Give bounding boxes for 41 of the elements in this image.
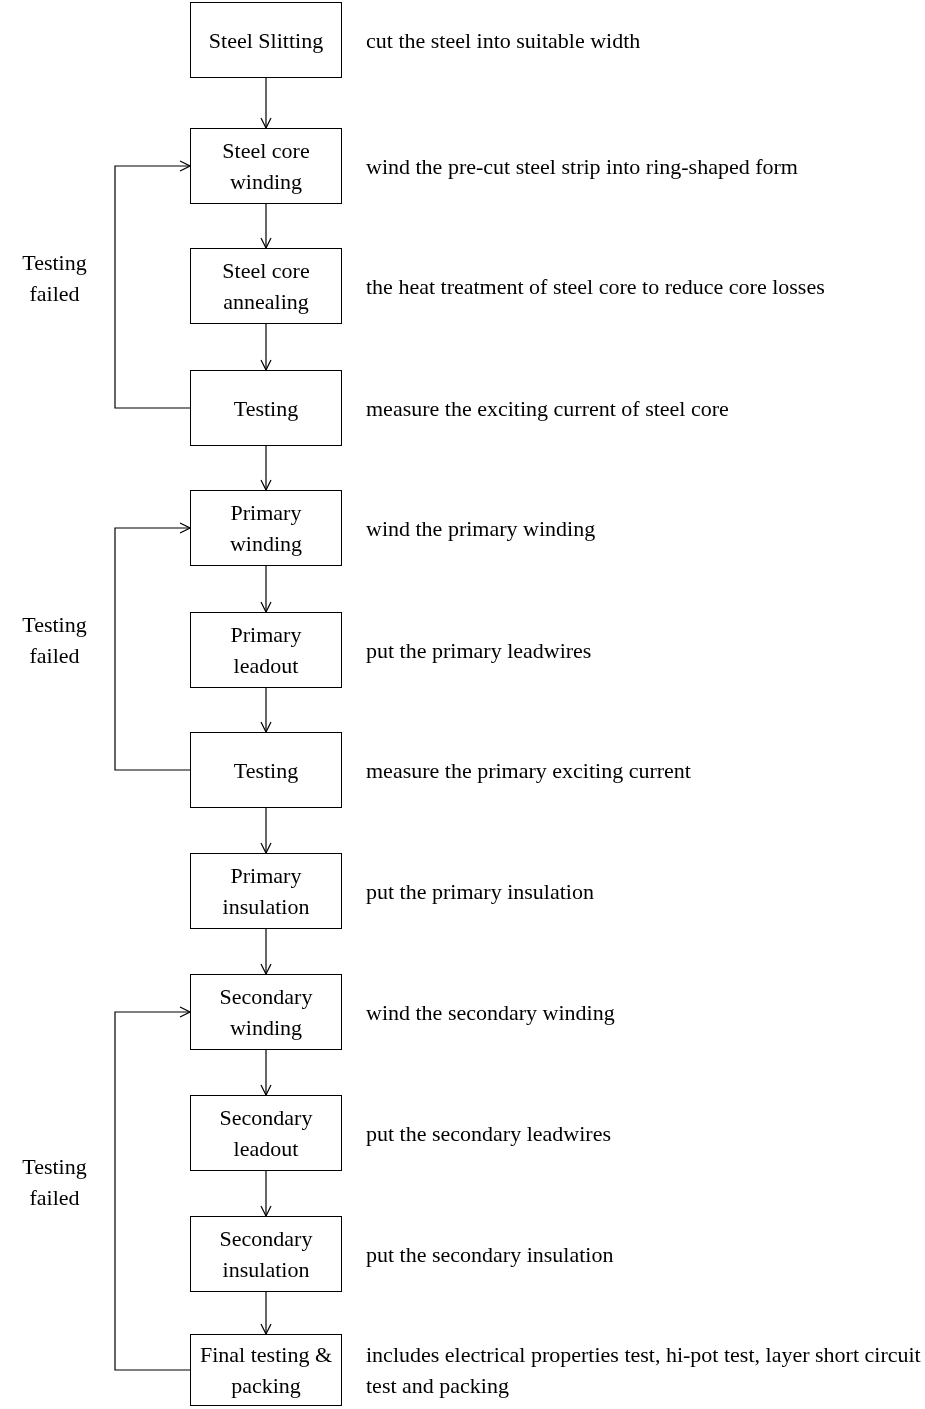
process-box: Steel Slitting (190, 2, 342, 78)
arrow (260, 1049, 272, 1096)
process-box: Primary winding (190, 490, 342, 566)
arrow (260, 203, 272, 249)
arrow (260, 445, 272, 491)
arrow (260, 928, 272, 975)
arrow (260, 807, 272, 854)
step-description: put the primary insulation (366, 877, 594, 906)
process-box: Testing (190, 370, 342, 446)
arrow (114, 522, 191, 771)
step-description: cut the steel into suitable width (366, 26, 641, 55)
arrow (260, 1291, 272, 1335)
process-box: Secondary winding (190, 974, 342, 1050)
process-box: Testing (190, 732, 342, 808)
process-box: Final testing & packing (190, 1334, 342, 1406)
arrow (260, 1170, 272, 1217)
step-description: wind the primary winding (366, 514, 596, 543)
arrow (260, 565, 272, 613)
arrow (260, 323, 272, 371)
process-box: Primary insulation (190, 853, 342, 929)
step-description: put the secondary insulation (366, 1240, 614, 1269)
process-box: Steel core annealing (190, 248, 342, 324)
step-description: the heat treatment of steel core to reduce core losses (366, 272, 825, 301)
step-description: includes electrical properties test, hi-pot test, layer short circuit test and packing (366, 1341, 921, 1400)
arrow (114, 160, 191, 409)
process-box: Steel core winding (190, 128, 342, 204)
step-description: wind the pre-cut steel strip into ring-shaped form (366, 152, 798, 181)
step-description: measure the exciting current of steel core (366, 394, 729, 423)
step-description: put the secondary leadwires (366, 1119, 611, 1148)
step-description: put the primary leadwires (366, 636, 592, 665)
step-description: measure the primary exciting current (366, 756, 691, 785)
arrow (260, 77, 272, 129)
process-box: Primary leadout (190, 612, 342, 688)
arrow (260, 687, 272, 733)
edge-label: Testing failed (21, 1153, 88, 1212)
step-description: wind the secondary winding (366, 998, 615, 1027)
edge-label: Testing failed (21, 611, 88, 670)
process-box: Secondary leadout (190, 1095, 342, 1171)
edge-label: Testing failed (21, 249, 88, 308)
arrow (114, 1006, 191, 1371)
process-box: Secondary insulation (190, 1216, 342, 1292)
